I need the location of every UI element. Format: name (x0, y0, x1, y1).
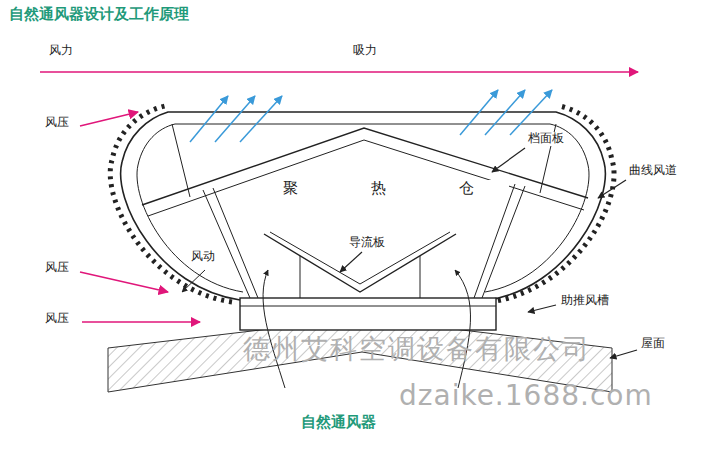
inner-shell (137, 124, 589, 292)
exhaust-arrow (190, 90, 552, 142)
force-label: 吸力 (352, 44, 378, 58)
pressure-label: 风压 (44, 116, 70, 130)
chamber-label: 聚 热 仓 (282, 180, 509, 197)
baffle-plate (148, 140, 584, 216)
part-label: 曲线风道 (628, 164, 678, 178)
base-plate (240, 298, 496, 330)
part-label: 导流板 (348, 236, 386, 250)
watermark: 德州艾科空调设备有限公司 (242, 333, 592, 364)
force-label: 风力 (48, 44, 74, 58)
struts (172, 124, 556, 298)
title: 自然通风器设计及工作原理 (8, 6, 190, 23)
part-label: 风动 (190, 250, 216, 264)
baffle-plate (142, 128, 588, 205)
scallop (490, 106, 614, 302)
pressure-label: 风压 (44, 261, 70, 275)
wind-arrow (40, 71, 638, 73)
pressure-label: 风压 (44, 312, 70, 326)
part-label: 助推风槽 (560, 294, 610, 308)
caption: 自然通风器 (300, 414, 377, 431)
watermark: dzaike.1688.com (398, 380, 654, 412)
part-label: 档面板 (527, 132, 565, 146)
airflow-arrow (263, 270, 285, 388)
guide-plate (264, 234, 456, 292)
airflow-arrow (455, 270, 470, 388)
guide-plate (270, 232, 450, 284)
scallop (110, 106, 232, 302)
part-label: 屋面 (640, 337, 666, 351)
outer-shell (121, 112, 606, 300)
